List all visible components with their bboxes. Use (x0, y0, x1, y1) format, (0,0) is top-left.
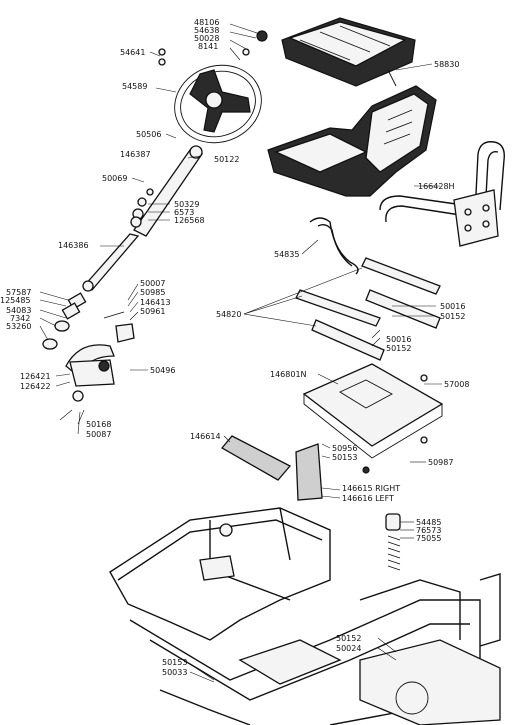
foot-pad-146615 (295, 443, 323, 501)
grab-handle (379, 141, 505, 247)
label-50087: 50087 (86, 430, 111, 439)
label-50016-b: 50016 (386, 335, 411, 344)
label-7342: 7342 (10, 314, 30, 323)
label-50152-c: 50152 (336, 634, 361, 643)
label-50028: 50028 (194, 34, 219, 43)
leader-lines (39, 23, 442, 683)
label-50956: 50956 (332, 444, 357, 453)
label-146801N: 146801N (270, 370, 307, 379)
seat-cushion (281, 17, 416, 87)
column-lower-parts (42, 280, 94, 350)
steering-sector (59, 344, 115, 421)
label-48106: 48106 (194, 18, 219, 27)
label-54589: 54589 (122, 82, 147, 91)
seat-plate (302, 363, 444, 474)
steering-column (82, 145, 204, 291)
label-6573: 6573 (174, 208, 194, 217)
label-75055: 75055 (416, 534, 441, 543)
label-53260: 53260 (6, 322, 31, 331)
cap-48106 (256, 30, 268, 42)
part-labels: 48106 54638 50028 8141 54641 58830 54589… (0, 18, 469, 677)
label-50496: 50496 (150, 366, 175, 375)
label-50069: 50069 (102, 174, 127, 183)
label-54820: 54820 (216, 310, 241, 319)
label-54485: 54485 (416, 518, 441, 527)
label-146386: 146386 (58, 241, 89, 250)
label-54835: 54835 (274, 250, 299, 259)
foot-pad-146614 (221, 435, 292, 481)
label-57008: 57008 (444, 380, 469, 389)
label-50122: 50122 (214, 155, 239, 164)
bracket-146413 (103, 311, 135, 343)
label-76573: 76573 (416, 526, 441, 535)
label-57587: 57587 (6, 288, 31, 297)
label-50153-a: 50153 (332, 453, 357, 462)
label-50506: 50506 (136, 130, 161, 139)
label-54083: 54083 (6, 306, 31, 315)
label-50987: 50987 (428, 458, 453, 467)
label-50152-a: 50152 (440, 312, 465, 321)
label-50016-a: 50016 (440, 302, 465, 311)
label-146615: 146615 RIGHT (342, 484, 400, 493)
label-146387: 146387 (120, 150, 151, 159)
seat-rails (295, 217, 441, 361)
label-50024: 50024 (336, 644, 361, 653)
label-50329: 50329 (174, 200, 199, 209)
label-50152-b: 50152 (386, 344, 411, 353)
label-146616: 146616 LEFT (342, 494, 394, 503)
steering-wheel (174, 64, 262, 144)
label-126421: 126421 (20, 372, 51, 381)
tractor-frame (109, 507, 501, 725)
label-146413: 146413 (140, 298, 171, 307)
seat-assembly (267, 85, 437, 197)
label-54638: 54638 (194, 26, 219, 35)
label-50007: 50007 (140, 279, 165, 288)
label-50168: 50168 (86, 420, 111, 429)
label-126422: 126422 (20, 382, 51, 391)
label-50153-b: 50153 (162, 658, 187, 667)
spring-stack (385, 513, 401, 571)
label-50961: 50961 (140, 307, 165, 316)
label-166428H: 166428H (418, 182, 455, 191)
label-50033: 50033 (162, 668, 187, 677)
label-58830: 58830 (434, 60, 459, 69)
label-54641: 54641 (120, 48, 145, 57)
label-126568: 126568 (174, 216, 205, 225)
label-125485: 125485 (0, 296, 31, 305)
label-146614: 146614 (190, 432, 221, 441)
label-8141: 8141 (198, 42, 218, 51)
label-50985: 50985 (140, 288, 165, 297)
